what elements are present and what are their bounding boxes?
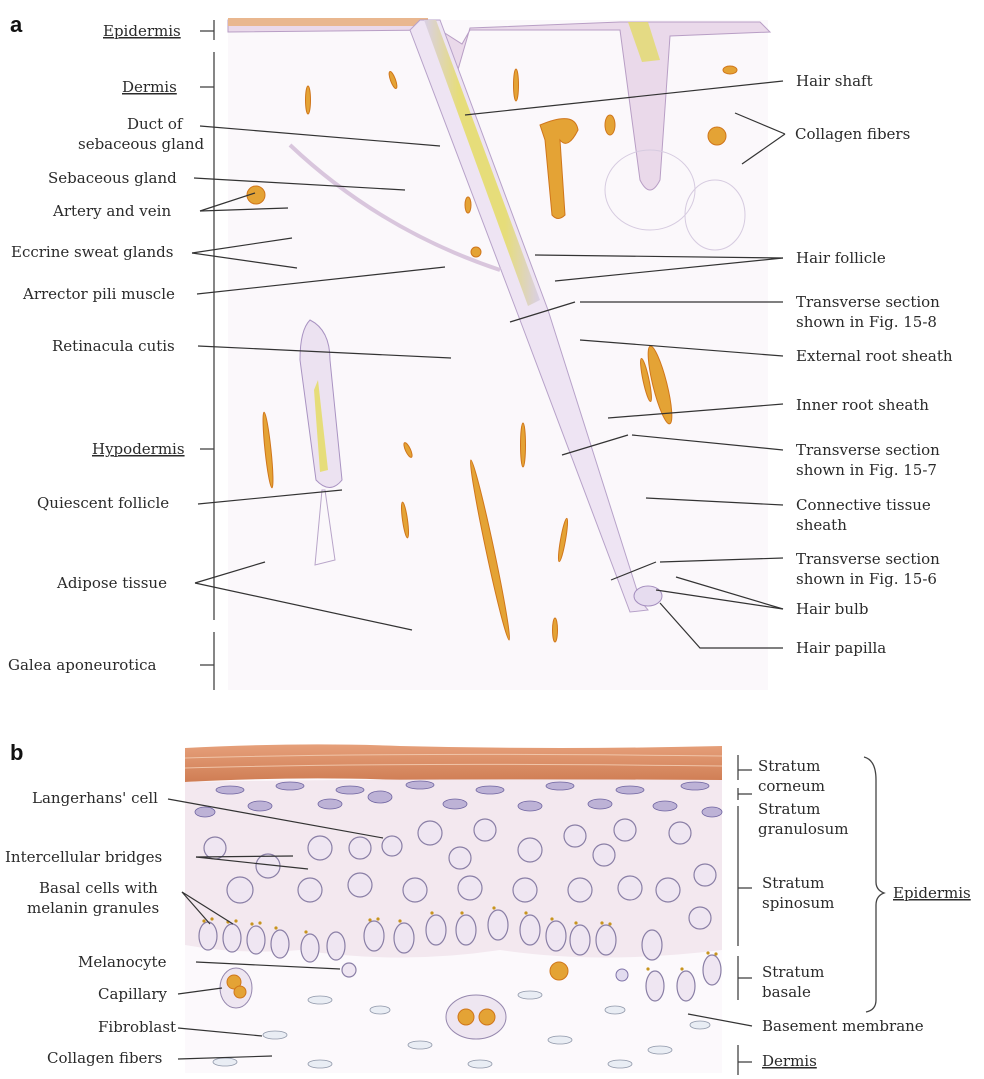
label-basal-line1: Basal cells with <box>39 879 158 897</box>
collagen-vessel-round <box>708 127 726 145</box>
vessel-small-9 <box>521 423 526 467</box>
label-granulosum-line2: granulosum <box>758 820 848 838</box>
label-arrector: Arrector pili muscle <box>22 285 175 303</box>
label-granulosum-line1: Stratum <box>758 800 820 818</box>
label-connective-line1: Connective tissue <box>796 496 931 514</box>
label-retinacula: Retinacula cutis <box>52 337 175 355</box>
label-hair-follicle: Hair follicle <box>796 249 886 267</box>
panel-b-illustration <box>185 744 722 1073</box>
surface-layer <box>228 18 428 26</box>
label-hair-shaft: Hair shaft <box>796 72 873 90</box>
label-eccrine: Eccrine sweat glands <box>11 243 173 261</box>
label-collagen-a: Collagen fibers <box>795 125 910 143</box>
label-galea: Galea aponeurotica <box>8 656 157 674</box>
label-spinosum-line2: spinosum <box>762 894 834 912</box>
label-melanocyte: Melanocyte <box>78 953 167 971</box>
label-dermis: Dermis <box>122 78 177 96</box>
label-quiescent: Quiescent follicle <box>37 494 169 512</box>
panel-b-letter: b <box>10 740 23 765</box>
label-basement: Basement membrane <box>762 1017 924 1035</box>
label-external-root: External root sheath <box>796 347 953 365</box>
label-spinosum-line1: Stratum <box>762 874 824 892</box>
label-basal-line2: melanin granules <box>27 899 159 917</box>
label-adipose: Adipose tissue <box>56 574 167 592</box>
vessel-small-5 <box>514 69 519 101</box>
label-sebaceous-gland: Sebaceous gland <box>48 169 177 187</box>
panel-a-left-axis <box>200 20 214 690</box>
panel-a-illustration <box>228 18 770 690</box>
vessel-small-1 <box>723 66 737 74</box>
label-hypodermis: Hypodermis <box>92 440 185 458</box>
label-collagen-b: Collagen fibers <box>47 1049 162 1067</box>
vessel-small-3 <box>306 86 311 114</box>
label-dermis-b: Dermis <box>762 1052 817 1070</box>
label-connective-line2: sheath <box>796 516 847 534</box>
label-langerhans: Langerhans' cell <box>32 789 158 807</box>
label-intercellular: Intercellular bridges <box>5 848 162 866</box>
label-ts7-line1: Transverse section <box>796 441 940 459</box>
vessel-small-7 <box>471 247 481 257</box>
label-basale-line2: basale <box>762 983 811 1001</box>
label-corneum-line1: Stratum <box>758 757 820 775</box>
label-corneum-line2: corneum <box>758 777 825 795</box>
vessel-small-12 <box>553 618 558 642</box>
label-epidermis-b: Epidermis <box>893 884 971 902</box>
label-epidermis: Epidermis <box>103 22 181 40</box>
label-ts8-line2: shown in Fig. 15-8 <box>796 313 937 331</box>
label-capillary: Capillary <box>98 985 168 1003</box>
label-ts6-line1: Transverse section <box>796 550 940 568</box>
label-artery-vein: Artery and vein <box>52 202 171 220</box>
label-fibroblast: Fibroblast <box>98 1018 176 1036</box>
panel-a-letter: a <box>10 12 23 37</box>
vessel-small-2 <box>605 115 615 135</box>
melanocyte-shape <box>342 963 356 977</box>
label-hair-papilla: Hair papilla <box>796 639 886 657</box>
label-duct-line2: sebaceous gland <box>78 135 205 153</box>
label-inner-root: Inner root sheath <box>796 396 929 414</box>
label-hair-bulb: Hair bulb <box>796 600 868 618</box>
label-ts7-line2: shown in Fig. 15-7 <box>796 461 937 479</box>
stratum-corneum-layer <box>185 744 722 782</box>
label-ts6-line2: shown in Fig. 15-6 <box>796 570 937 588</box>
label-basale-line1: Stratum <box>762 963 824 981</box>
label-duct-line1: Duct of <box>127 115 184 133</box>
hair-bulb-shape <box>634 586 662 606</box>
label-ts8-line1: Transverse section <box>796 293 940 311</box>
vessel-small-6 <box>465 197 471 213</box>
